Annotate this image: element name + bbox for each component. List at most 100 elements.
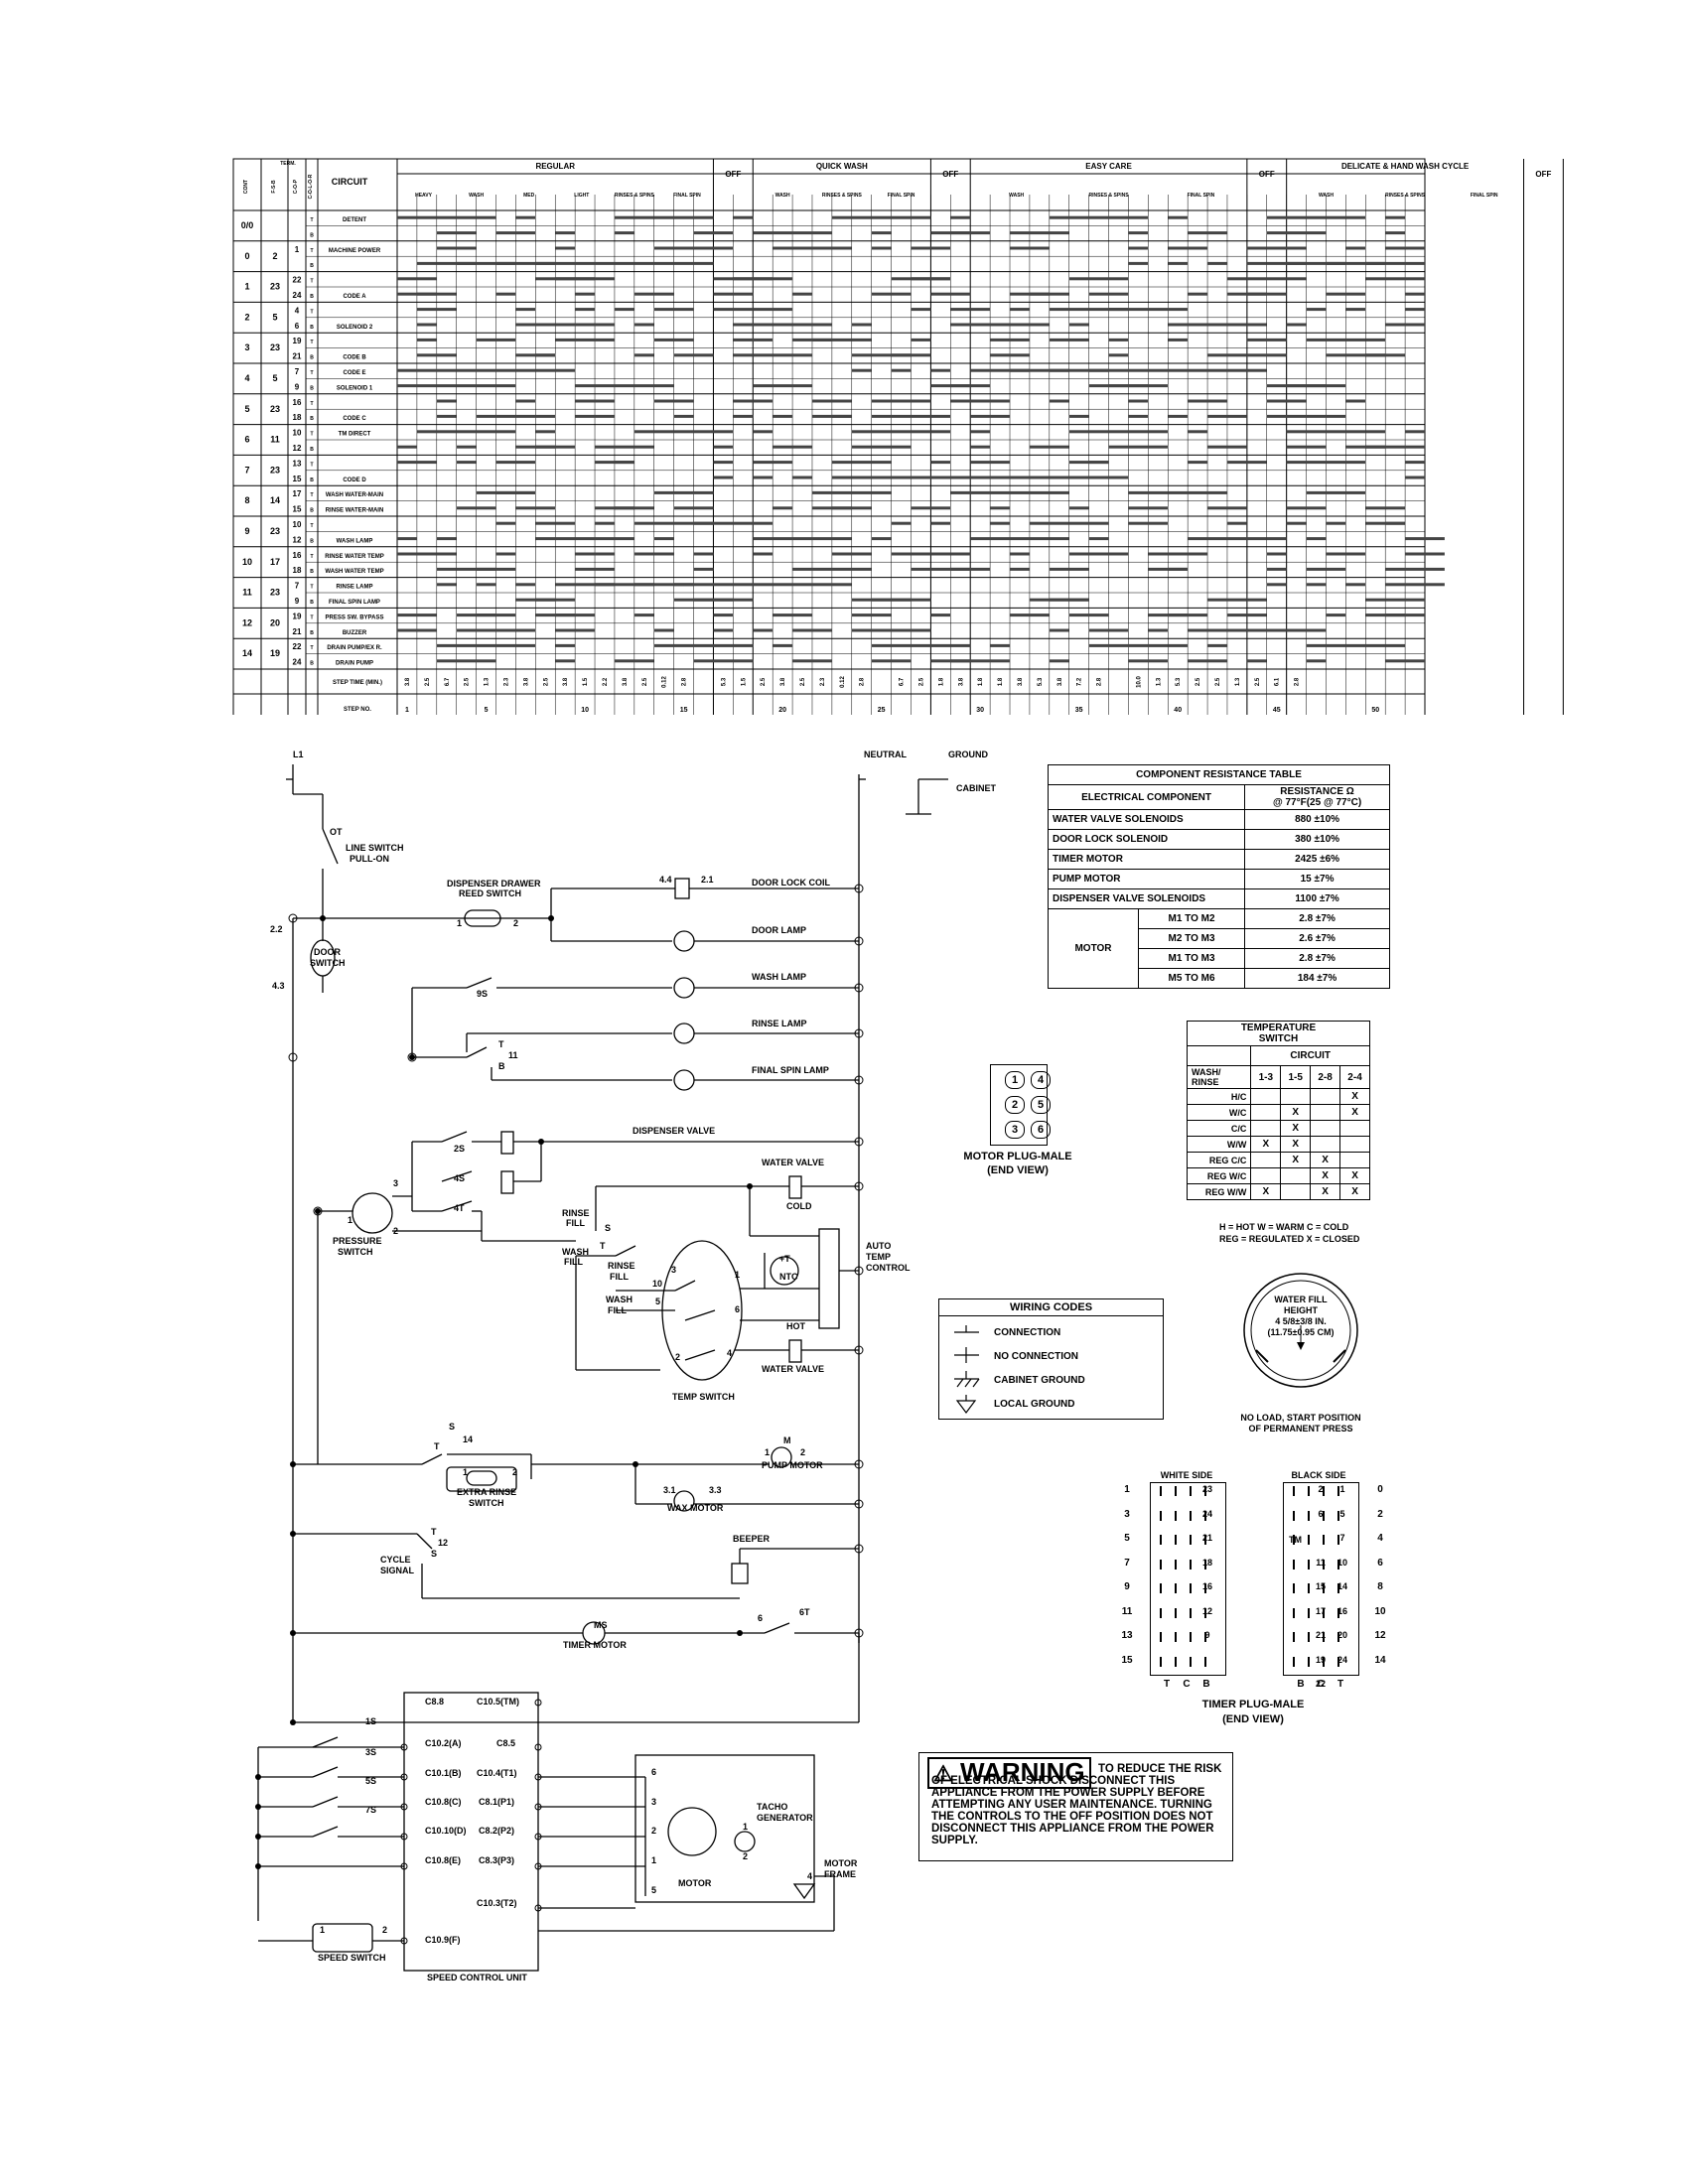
black-contact-mark [1337,1510,1339,1521]
resistance-value: 380 ±10% [1244,829,1390,850]
white-pin-number: 12 [1201,1605,1213,1616]
switch-closed-bar [1306,231,1327,235]
switch-closed-bar [1306,490,1346,494]
switch-closed-bar [1068,521,1109,525]
switch-closed-bar [753,277,774,281]
white-contact-mark [1175,1607,1177,1618]
step-time: 3.8 [1057,677,1063,686]
schematic-label: DISPENSER VALVE [633,1126,716,1136]
circuit-name: CODE B [343,355,366,361]
switch-closed-bar [575,552,615,556]
switch-closed-bar [456,461,477,465]
terminal-number: 23 [270,342,280,352]
wiring-code-item: NO CONNECTION [994,1351,1078,1362]
step-time: 2.5 [761,677,767,686]
schematic-label: 5 [651,1885,657,1895]
switch-closed-bar [871,537,892,541]
switch-closed-bar [1246,659,1267,663]
black-contact-mark [1337,1583,1339,1593]
switch-closed-bar [1188,552,1208,556]
header-c: C-O-P [293,179,299,194]
switch-closed-bar [950,552,971,556]
switch-closed-bar [436,567,457,571]
switch-closed-bar [713,308,754,312]
switch-closed-bar [1068,277,1109,281]
switch-closed-bar [1266,215,1307,219]
schematic-label: MOTOR [678,1878,712,1888]
circuit-header: CIRCUIT [1250,1045,1370,1066]
switch-closed-bar [1029,292,1069,296]
step-time: 1.8 [998,677,1004,686]
switch-closed-bar [476,614,516,617]
switch-closed-bar [1226,537,1267,541]
circuit-name: CODE A [343,294,366,300]
schematic-label: 11 [508,1050,518,1060]
motor-winding: M1 TO M3 [1137,948,1246,969]
schematic-label: 5 [655,1297,661,1306]
motor-pin: 4 [1031,1071,1051,1089]
switch-closed-bar [1385,521,1406,525]
switch-closed-bar [811,338,852,341]
switch-closed-bar [1128,521,1169,525]
switch-closed-bar [1326,384,1346,388]
terminal-sub: 6 [295,322,300,331]
switch-closed-bar [614,308,634,312]
schematic-label: CYCLE [380,1555,411,1565]
step-number: 5 [485,707,489,714]
switch-state: X [1250,1183,1282,1200]
switch-closed-bar [1286,261,1307,265]
switch-closed-bar [1168,261,1189,265]
switch-closed-bar [753,552,774,556]
black-pin-number: 5 [1339,1508,1345,1519]
circuit-name: PRESS SW. BYPASS [326,614,384,620]
switch-closed-bar [1049,537,1069,541]
schematic-label: HOT [786,1321,805,1331]
switch-state [1280,1088,1312,1105]
step-time: 0.12 [662,676,668,688]
white-contact-mark [1204,1535,1206,1545]
timer-motor-pin: TM [1289,1535,1302,1545]
switch-closed-bar [1226,521,1247,525]
switch-closed-bar [555,231,576,235]
switch-closed-bar [1405,277,1425,281]
water-fill-label: WATER FILL [1274,1295,1328,1304]
black-contact-mark [1323,1486,1325,1496]
switch-closed-bar [1010,537,1050,541]
switch-closed-bar [495,628,536,632]
step-time: 10.0 [1136,676,1142,688]
tb-marker: T [310,462,313,468]
switch-state [1250,1104,1282,1121]
switch-closed-bar [555,614,596,617]
switch-closed-bar [851,353,872,357]
circuit-name: DETENT [343,217,366,223]
switch-closed-bar [733,521,774,525]
step-time: 1.3 [485,677,491,686]
switch-closed-bar [456,628,496,632]
component-name: TIMER MOTOR [1047,849,1246,870]
switch-closed-bar [891,552,931,556]
switch-closed-bar [811,583,852,587]
schematic-label: L1 [293,750,304,759]
switch-closed-bar [733,338,774,341]
switch-state: X [1310,1183,1341,1200]
motor-pin: 6 [1031,1121,1051,1139]
terminal-sub: 22 [293,276,302,285]
switch-closed-bar [851,614,892,617]
switch-closed-bar [831,490,872,494]
switch-closed-bar [1226,461,1267,465]
switch-closed-bar [1246,246,1267,250]
black-bottom-letter: C [1317,1679,1325,1690]
switch-closed-bar [970,399,1011,403]
switch-closed-bar [1148,384,1169,388]
switch-closed-bar [1405,476,1425,479]
switch-closed-bar [811,567,832,571]
tb-marker: T [310,340,313,345]
switch-closed-bar [891,445,912,449]
switch-closed-bar [535,614,576,617]
white-contact-mark [1160,1607,1162,1618]
motor-winding: M1 TO M2 [1137,908,1246,929]
switch-closed-bar [891,292,912,296]
cycle-name: OFF [725,170,741,179]
switch-closed-bar [633,614,654,617]
